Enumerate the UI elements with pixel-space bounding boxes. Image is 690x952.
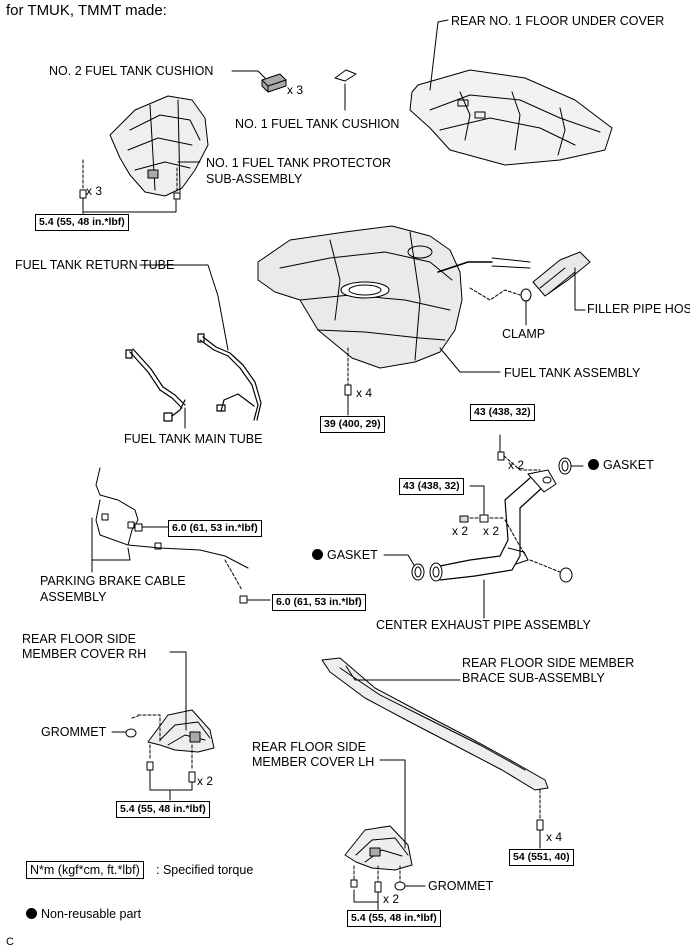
cover-lh-drawing	[344, 825, 413, 871]
main-tube-drawing	[125, 348, 186, 422]
leader-gasket-lower	[383, 554, 415, 566]
brace-bolt	[536, 819, 544, 831]
nonreusable-legend-marker	[26, 908, 37, 919]
gasket-lower-drawing	[411, 563, 425, 581]
exhaust-mid-bolt	[479, 514, 489, 523]
label-protector-line1: NO. 1 FUEL TANK PROTECTOR	[206, 156, 391, 170]
no2-cushion-drawing	[261, 73, 287, 93]
leader-no2-cushion	[231, 70, 266, 79]
exhaust-nut	[459, 515, 469, 523]
qty-exhaust-bolts: x 2	[483, 524, 500, 538]
label-brake-cable-line1: PARKING BRAKE CABLE	[40, 574, 186, 588]
label-main-tube: FUEL TANK MAIN TUBE	[124, 432, 263, 446]
label-brace-line1: REAR FLOOR SIDE MEMBER	[462, 656, 635, 670]
leader-filler-hose	[574, 267, 586, 311]
filler-hose-drawing	[532, 251, 591, 297]
label-fuel-tank: FUEL TANK ASSEMBLY	[504, 366, 641, 380]
qty-tank-bolts: x 4	[356, 386, 373, 400]
label-no1-cushion: NO. 1 FUEL TANK CUSHION	[235, 117, 400, 131]
torque-brake-upper: 6.0 (61, 53 in.*lbf)	[168, 520, 262, 537]
fuel-tank-drawing	[257, 225, 531, 369]
grommet-lh	[394, 881, 406, 891]
exhaust-upper-bolt	[497, 451, 505, 461]
legend-torque-box: N*m (kgf*cm, ft.*lbf)	[26, 861, 144, 879]
torque-exhaust-mid: 43 (438, 32)	[399, 478, 464, 495]
cover-lh-bolt-2	[374, 881, 382, 893]
gasket-lower-text: GASKET	[327, 548, 378, 562]
cover-lh-bolt-1	[350, 879, 358, 888]
brace-drawing	[321, 657, 549, 791]
torque-brace: 54 (551, 40)	[509, 849, 574, 866]
qty-cover-rh-bolts: x 2	[197, 774, 214, 788]
label-protector-line2: SUB-ASSEMBLY	[206, 172, 303, 186]
torque-cover-rh: 5.4 (55, 48 in.*lbf)	[116, 801, 210, 818]
parking-brake-cable-drawing	[95, 467, 249, 569]
clamp-drawing	[520, 288, 532, 302]
bolt-dashes-protector	[82, 159, 178, 193]
qty-protector-bolts: x 3	[86, 184, 103, 198]
rear-floor-under-cover-drawing	[409, 69, 613, 166]
leader-fuel-tank	[439, 347, 501, 373]
brake-bolt-lower	[239, 595, 248, 604]
qty-brace-bolts: x 4	[546, 830, 563, 844]
label-no2-cushion: NO. 2 FUEL TANK CUSHION	[49, 64, 214, 78]
exhaust-upper-dash	[503, 455, 541, 471]
label-rear-floor-under-cover: REAR NO. 1 FLOOR UNDER COVER	[451, 14, 665, 28]
label-brace-line2: BRACE SUB-ASSEMBLY	[462, 671, 605, 685]
page-title: for TMUK, TMMT made:	[6, 2, 167, 19]
qty-exhaust-nuts: x 2	[452, 524, 469, 538]
footer-code: C	[6, 936, 14, 948]
no1-cushion-drawing	[334, 69, 357, 82]
gasket-upper-text: GASKET	[603, 458, 654, 472]
protector-bolts	[79, 189, 181, 209]
leader-cover-rh	[169, 651, 187, 731]
protector-drawing	[109, 95, 209, 197]
label-cover-lh-line1: REAR FLOOR SIDE	[252, 740, 366, 754]
leader-return-tube	[139, 264, 229, 351]
legend-nonreusable: Non-reusable part	[26, 907, 141, 922]
qty-exhaust-upper: x 2	[508, 458, 525, 472]
label-clamp: CLAMP	[502, 327, 546, 341]
label-gasket-upper: GASKET	[588, 458, 654, 473]
torque-exhaust-upper: 43 (438, 32)	[470, 404, 535, 421]
label-return-tube: FUEL TANK RETURN TUBE	[15, 258, 175, 272]
tank-bolt	[344, 384, 352, 396]
label-center-pipe: CENTER EXHAUST PIPE ASSEMBLY	[376, 618, 591, 632]
leader-brace	[345, 665, 461, 681]
label-grommet-lh: GROMMET	[428, 879, 494, 893]
leader-brake-cable	[91, 517, 131, 561]
legend-nonreusable-text: Non-reusable part	[41, 907, 142, 921]
nonreusable-marker	[312, 549, 323, 560]
label-cover-rh-line2: MEMBER COVER RH	[22, 647, 147, 661]
torque-protector: 5.4 (55, 48 in.*lbf)	[35, 214, 129, 231]
torque-cover-lh: 5.4 (55, 48 in.*lbf)	[347, 910, 441, 927]
qty-no2-cushion: x 3	[287, 83, 304, 97]
center-exhaust-pipe-drawing	[429, 469, 557, 582]
cover-rh-drawing	[147, 709, 215, 753]
legend-torque-text: : Specified torque	[156, 863, 254, 877]
cover-rh-bolt-2	[188, 771, 196, 783]
exhaust-hanger	[559, 567, 573, 583]
leader-cover-lh	[379, 759, 406, 849]
grommet-rh	[125, 728, 137, 738]
torque-tank: 39 (400, 29)	[320, 416, 385, 433]
label-filler-hose: FILLER PIPE HOSE	[587, 302, 690, 316]
cover-rh-bolt-1	[146, 761, 154, 771]
label-gasket-lower: GASKET	[312, 548, 378, 563]
gasket-upper-drawing	[558, 457, 572, 475]
nonreusable-marker	[588, 459, 599, 470]
label-cover-rh-line1: REAR FLOOR SIDE	[22, 632, 136, 646]
return-tube-drawing	[197, 333, 262, 421]
leader-torque-exhaust-mid	[469, 485, 485, 515]
qty-cover-lh-bolts: x 2	[383, 892, 400, 906]
label-cover-lh-line2: MEMBER COVER LH	[252, 755, 375, 769]
leader-floor-cover	[429, 19, 449, 91]
torque-brake-lower: 6.0 (61, 53 in.*lbf)	[272, 594, 366, 611]
label-grommet-rh: GROMMET	[41, 725, 107, 739]
label-brake-cable-line2: ASSEMBLY	[40, 590, 107, 604]
brake-bolt-upper	[134, 523, 143, 532]
clamp-dash	[469, 287, 521, 301]
